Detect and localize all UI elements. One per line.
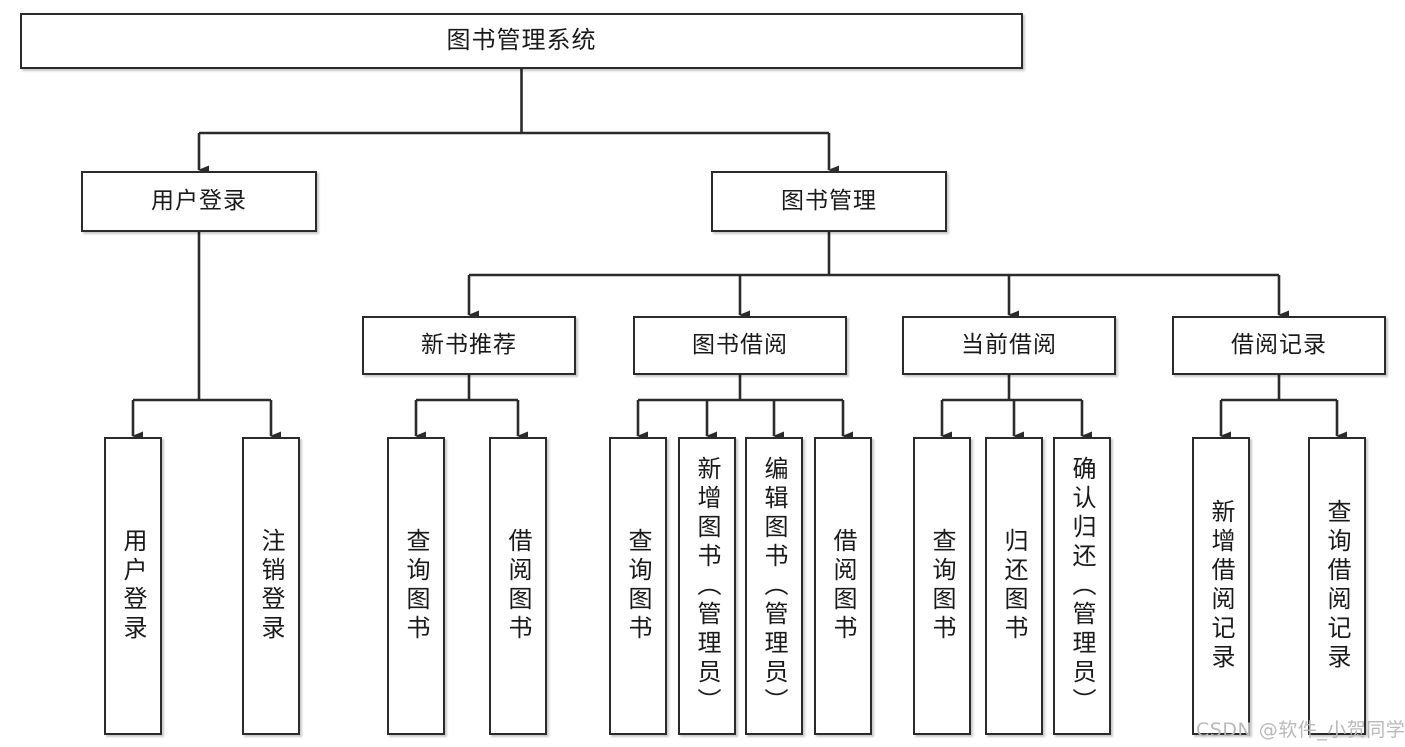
node-label-nbr-borrow-book: 借阅图书 [504, 528, 532, 644]
node-label-root: 图书管理系统 [446, 26, 597, 55]
node-user-login[interactable]: 用户登录 [81, 171, 317, 232]
node-leaf-bb-edit-book[interactable]: 编辑图书（管理员） [745, 437, 803, 735]
node-leaf-user-login-leaf[interactable]: 用户登录 [104, 437, 162, 735]
node-borrow-record[interactable]: 借阅记录 [1172, 316, 1386, 375]
node-label-bb-query-book: 查询图书 [624, 528, 652, 644]
node-label-current-borrow: 当前借阅 [961, 332, 1057, 359]
node-label-br-query-record: 查询借阅记录 [1323, 499, 1351, 673]
csdn-watermark: CSDN @软件_小贺同学 [1196, 719, 1405, 741]
node-book-management[interactable]: 图书管理 [711, 171, 947, 232]
edge-group [131, 69, 1347, 441]
node-label-br-add-record: 新增借阅记录 [1207, 499, 1235, 673]
node-label-user-login: 用户登录 [151, 188, 247, 215]
node-leaf-bb-add-book[interactable]: 新增图书（管理员） [678, 437, 736, 735]
node-leaf-cb-return-book[interactable]: 归还图书 [985, 437, 1043, 735]
node-label-book-management: 图书管理 [781, 188, 877, 215]
node-leaf-user-logout-leaf[interactable]: 注销登录 [242, 437, 300, 735]
node-label-cb-query-book: 查询图书 [928, 528, 956, 644]
node-label-user-login-leaf: 用户登录 [119, 528, 147, 644]
node-label-bb-add-book: 新增图书（管理员） [693, 455, 721, 717]
node-label-bb-borrow-book: 借阅图书 [829, 528, 857, 644]
node-label-new-book-recommend: 新书推荐 [421, 332, 517, 359]
node-leaf-nbr-query-book[interactable]: 查询图书 [387, 437, 445, 735]
node-label-user-logout-leaf: 注销登录 [257, 528, 285, 644]
node-leaf-bb-borrow-book[interactable]: 借阅图书 [814, 437, 872, 735]
node-root-root[interactable]: 图书管理系统 [20, 13, 1023, 69]
node-leaf-br-query-record[interactable]: 查询借阅记录 [1308, 437, 1366, 735]
node-label-bb-edit-book: 编辑图书（管理员） [760, 455, 788, 717]
node-label-nbr-query-book: 查询图书 [402, 528, 430, 644]
node-leaf-cb-confirm-return[interactable]: 确认归还（管理员） [1053, 437, 1111, 735]
node-current-borrow[interactable]: 当前借阅 [902, 316, 1116, 375]
node-leaf-cb-query-book[interactable]: 查询图书 [913, 437, 971, 735]
node-label-cb-confirm-return: 确认归还（管理员） [1068, 455, 1096, 717]
node-leaf-br-add-record[interactable]: 新增借阅记录 [1192, 437, 1250, 735]
node-new-book-recommend[interactable]: 新书推荐 [362, 316, 576, 375]
node-label-borrow-record: 借阅记录 [1231, 332, 1327, 359]
node-book-borrow[interactable]: 图书借阅 [633, 316, 847, 375]
node-label-cb-return-book: 归还图书 [1000, 528, 1028, 644]
node-leaf-bb-query-book[interactable]: 查询图书 [609, 437, 667, 735]
node-label-book-borrow: 图书借阅 [692, 332, 788, 359]
node-leaf-nbr-borrow-book[interactable]: 借阅图书 [489, 437, 547, 735]
